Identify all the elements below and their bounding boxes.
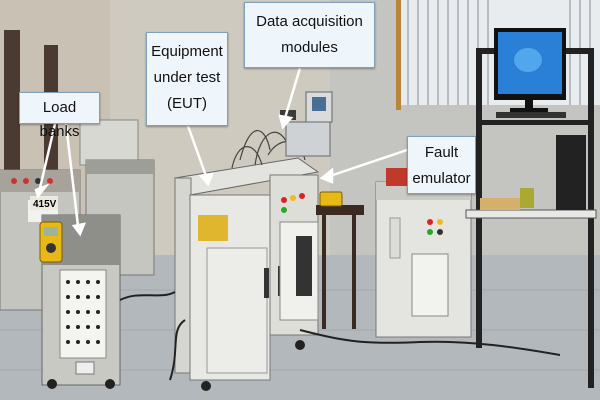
side-table bbox=[316, 191, 364, 329]
load-bank-voltage-label: 415V bbox=[30, 196, 58, 210]
eut-cabinet bbox=[174, 157, 320, 391]
voltage-text: 415V bbox=[33, 199, 57, 210]
callout-fault-emulator: Fault emulator bbox=[407, 136, 476, 194]
callout-arrows bbox=[34, 67, 408, 237]
callout-data-acquisition: Data acquisition modules bbox=[244, 2, 375, 68]
callout-load-banks: Load banks bbox=[19, 92, 100, 140]
computer-desk bbox=[465, 48, 597, 388]
multimeter-left bbox=[39, 221, 63, 263]
daq-modules bbox=[280, 91, 333, 157]
callout-eut: Equipment under test (EUT) bbox=[146, 32, 228, 126]
monitor bbox=[494, 28, 566, 118]
desk-clutter bbox=[480, 188, 534, 210]
floor-cables bbox=[119, 291, 561, 381]
